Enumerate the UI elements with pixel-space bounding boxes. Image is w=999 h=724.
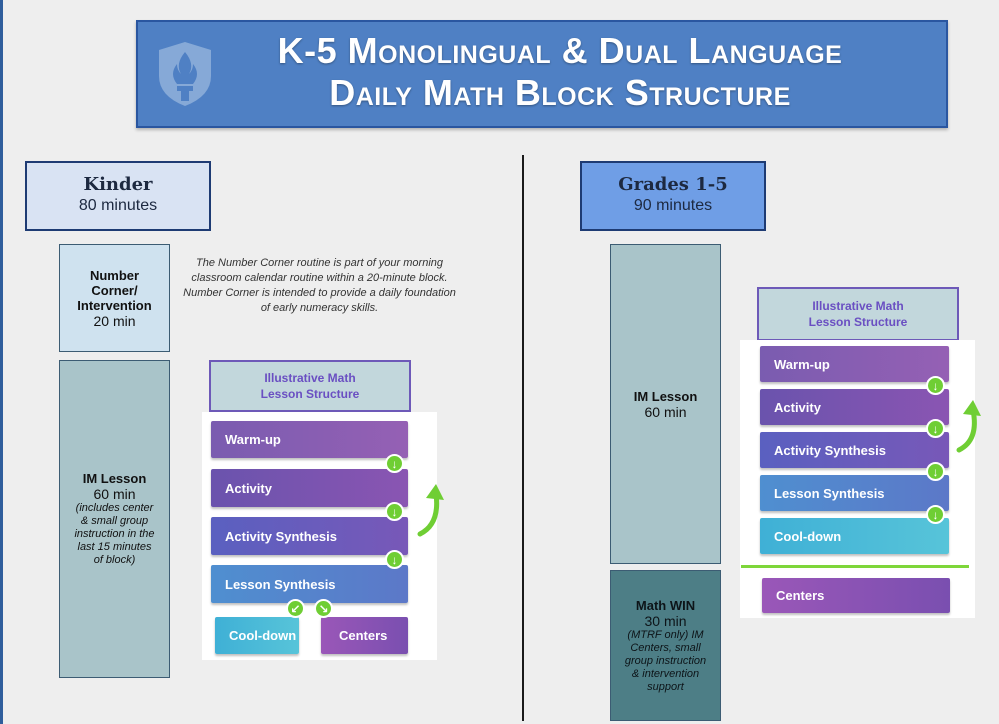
- number-corner-title-3: Intervention: [77, 297, 152, 313]
- torch-flame-shield-icon: [159, 42, 211, 106]
- column-divider: [522, 155, 524, 721]
- grades-im-title-2: Lesson Structure: [808, 315, 908, 329]
- number-corner-title-1: Number: [89, 267, 140, 283]
- arrow-down-icon: ↓: [926, 505, 945, 524]
- title-line-1: K-5 Monolingual & Dual Language: [277, 30, 843, 71]
- left-frame-edge: [0, 0, 3, 724]
- math-win-title: Math WIN: [635, 597, 696, 613]
- grades-title: Grades 1-5: [618, 174, 728, 195]
- kinder-title: Kinder: [83, 174, 153, 195]
- kinder-im-lesson-note: (includes center & small group instructi…: [74, 502, 155, 566]
- curved-arrow-icon: [956, 400, 981, 453]
- arrow-down-icon: ↓: [385, 454, 404, 473]
- arrow-down-right-icon: ↘: [314, 599, 333, 618]
- kinder-im-title-1: Illustrative Math: [264, 371, 356, 385]
- kinder-im-lesson-block: IM Lesson 60 min (includes center & smal…: [59, 360, 170, 678]
- kinder-step-activity-synthesis: Activity Synthesis: [211, 517, 408, 555]
- grades-step-warm-up: Warm-up: [760, 346, 949, 382]
- arrow-down-icon: ↓: [385, 502, 404, 521]
- grades-math-win-block: Math WIN 30 min (MTRF only) IM Centers, …: [610, 570, 721, 721]
- grades-step-activity-synthesis: Activity Synthesis: [760, 432, 949, 468]
- arrow-down-icon: ↓: [926, 376, 945, 395]
- grades-header: Grades 1-5 90 minutes: [580, 161, 766, 231]
- grades-step-lesson-synthesis: Lesson Synthesis: [760, 475, 949, 511]
- title-line-2: Daily Math Block Structure: [329, 72, 791, 113]
- kinder-number-corner-block: Number Corner/ Intervention 20 min: [59, 244, 170, 352]
- grades-step-centers: Centers: [762, 578, 950, 613]
- kinder-im-structure-title: Illustrative Math Lesson Structure: [209, 360, 411, 412]
- grades-im-title-1: Illustrative Math: [812, 299, 904, 313]
- kinder-step-activity: Activity: [211, 469, 408, 507]
- curved-arrow-icon: [417, 484, 444, 537]
- arrow-down-icon: ↓: [926, 462, 945, 481]
- math-win-note: (MTRF only) IM Centers, small group inst…: [624, 628, 707, 693]
- kinder-duration: 80 minutes: [78, 197, 158, 214]
- kinder-im-lesson-time: 60 min: [93, 486, 136, 502]
- title-banner: [136, 20, 948, 128]
- arrow-down-icon: ↓: [926, 419, 945, 438]
- kinder-step-cool-down: Cool-down: [215, 617, 299, 654]
- kinder-step-centers: Centers: [321, 617, 408, 654]
- number-corner-time: 20 min: [93, 312, 136, 329]
- number-corner-note: The Number Corner routine is part of you…: [183, 257, 456, 314]
- grades-im-lesson-time: 60 min: [644, 403, 687, 420]
- math-win-time: 30 min: [644, 612, 687, 629]
- arrow-down-icon: ↓: [385, 550, 404, 569]
- grades-im-lesson-title: IM Lesson: [633, 388, 698, 404]
- kinder-im-title-2: Lesson Structure: [260, 387, 360, 401]
- kinder-header: Kinder 80 minutes: [25, 161, 211, 231]
- grades-step-cool-down: Cool-down: [760, 518, 949, 554]
- number-corner-title-2: Corner/: [91, 282, 138, 298]
- page-title: K-5 Monolingual & Dual Language Daily Ma…: [190, 30, 930, 114]
- kinder-step-warm-up: Warm-up: [211, 421, 408, 458]
- kinder-step-lesson-synthesis: Lesson Synthesis: [211, 565, 408, 603]
- structure-separator: [741, 565, 969, 568]
- kinder-im-lesson-title: IM Lesson: [82, 471, 147, 486]
- arrow-down-left-icon: ↙: [286, 599, 305, 618]
- grades-step-activity: Activity: [760, 389, 949, 425]
- grades-im-structure-title: Illustrative Math Lesson Structure: [757, 287, 959, 341]
- grades-im-lesson-block: IM Lesson 60 min: [610, 244, 721, 564]
- grades-duration: 90 minutes: [633, 197, 713, 214]
